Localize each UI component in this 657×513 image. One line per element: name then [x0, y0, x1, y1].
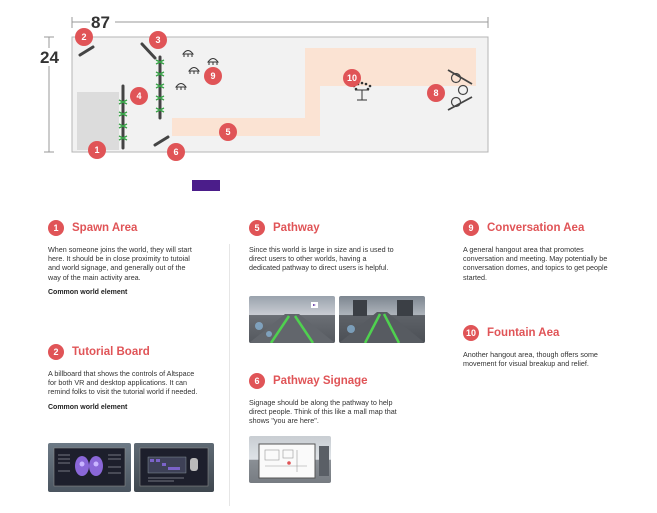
desktop-controls-thumbnail [134, 443, 214, 492]
section-title: Pathway Signage [273, 375, 368, 387]
section-tutorial-board: 2 Tutorial Board A billboard that shows t… [48, 344, 198, 411]
section-number-badge: 5 [249, 220, 265, 236]
section-number-badge: 10 [463, 325, 479, 341]
width-label: 87 [91, 13, 110, 32]
section-pathway: 5 Pathway Since this world is large in si… [249, 220, 399, 273]
section-description: When someone joins the world, they will … [48, 245, 192, 282]
section-title: Pathway [273, 222, 320, 234]
height-label: 24 [40, 48, 59, 67]
section-conversation-area: 9 Conversation Aea A general hangout area… [463, 220, 613, 282]
section-title: Conversation Aea [487, 222, 585, 234]
portal-icons [447, 69, 473, 111]
section-spawn-area: 1 Spawn Area When someone joins the world… [48, 220, 198, 296]
map-marker: 6 [167, 143, 185, 161]
section-description: Signage should be along the pathway to h… [249, 398, 397, 426]
signage-thumbnail [249, 436, 331, 483]
section-number-badge: 6 [249, 373, 265, 389]
column-divider [229, 244, 230, 506]
conversation-dome-icons [175, 50, 219, 90]
width-dimension-line [71, 17, 489, 28]
map-marker: 4 [130, 87, 148, 105]
section-fountain-area: 10 Fountain Aea Another hangout area, tho… [463, 325, 613, 368]
pathway-zone [172, 66, 476, 136]
map-marker: 5 [219, 123, 237, 141]
section-description: Another hangout area, though offers some… [463, 350, 598, 369]
map-marker: 1 [88, 141, 106, 159]
map-marker: 3 [149, 31, 167, 49]
section-note: Common world element [48, 288, 128, 296]
section-pathway-signage: 6 Pathway Signage Signage should be along… [249, 373, 399, 426]
map-marker: 9 [204, 67, 222, 85]
section-description: A billboard that shows the controls of A… [48, 369, 198, 397]
pathway-zone-upper [305, 48, 476, 66]
pathway-thumbnail [249, 296, 335, 343]
height-dimension-line [44, 36, 54, 153]
legend-swatch [192, 180, 220, 191]
section-number-badge: 2 [48, 344, 64, 360]
map-marker: 10 [343, 69, 361, 87]
map-marker: 8 [427, 84, 445, 102]
section-number-badge: 9 [463, 220, 479, 236]
pathway-thumbnail [339, 296, 425, 343]
section-title: Spawn Area [72, 222, 138, 234]
spawn-area-zone [77, 92, 119, 150]
hedge-plants [118, 59, 165, 141]
section-description: Since this world is large in size and is… [249, 245, 394, 273]
section-title: Tutorial Board [72, 346, 150, 358]
map-marker: 2 [75, 28, 93, 46]
section-description: A general hangout area that promotes con… [463, 245, 608, 282]
vr-controls-thumbnail [48, 443, 131, 492]
section-number-badge: 1 [48, 220, 64, 236]
section-title: Fountain Aea [487, 327, 560, 339]
section-note: Common world element [48, 403, 128, 411]
